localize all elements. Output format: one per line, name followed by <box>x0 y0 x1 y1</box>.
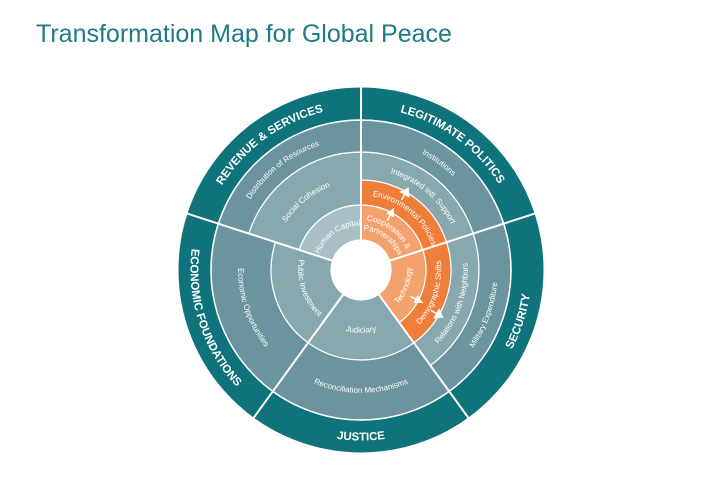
band-label-justice: JUSTICE <box>336 430 386 444</box>
band-revenue-services[interactable] <box>186 87 361 224</box>
arrow-icon <box>399 187 410 201</box>
band-economic-foundations[interactable] <box>177 213 273 419</box>
band-justice[interactable] <box>253 391 469 453</box>
sector-divider <box>185 212 333 262</box>
band-inner-ring <box>210 119 512 421</box>
center-circle <box>331 240 391 300</box>
sector-divider <box>377 293 470 420</box>
page-title: Transformation Map for Global Peace <box>36 20 452 48</box>
arrow-icon <box>410 295 424 304</box>
outer-ring <box>177 86 545 454</box>
sector-divider <box>252 293 345 420</box>
sector-divider <box>389 212 537 262</box>
segment-label-judiciary: Judiciary <box>345 324 377 335</box>
arrow-icon <box>386 207 395 221</box>
arrow-icon <box>430 308 444 319</box>
band-security[interactable] <box>449 213 544 419</box>
band-legitimate-politics[interactable] <box>361 87 536 224</box>
